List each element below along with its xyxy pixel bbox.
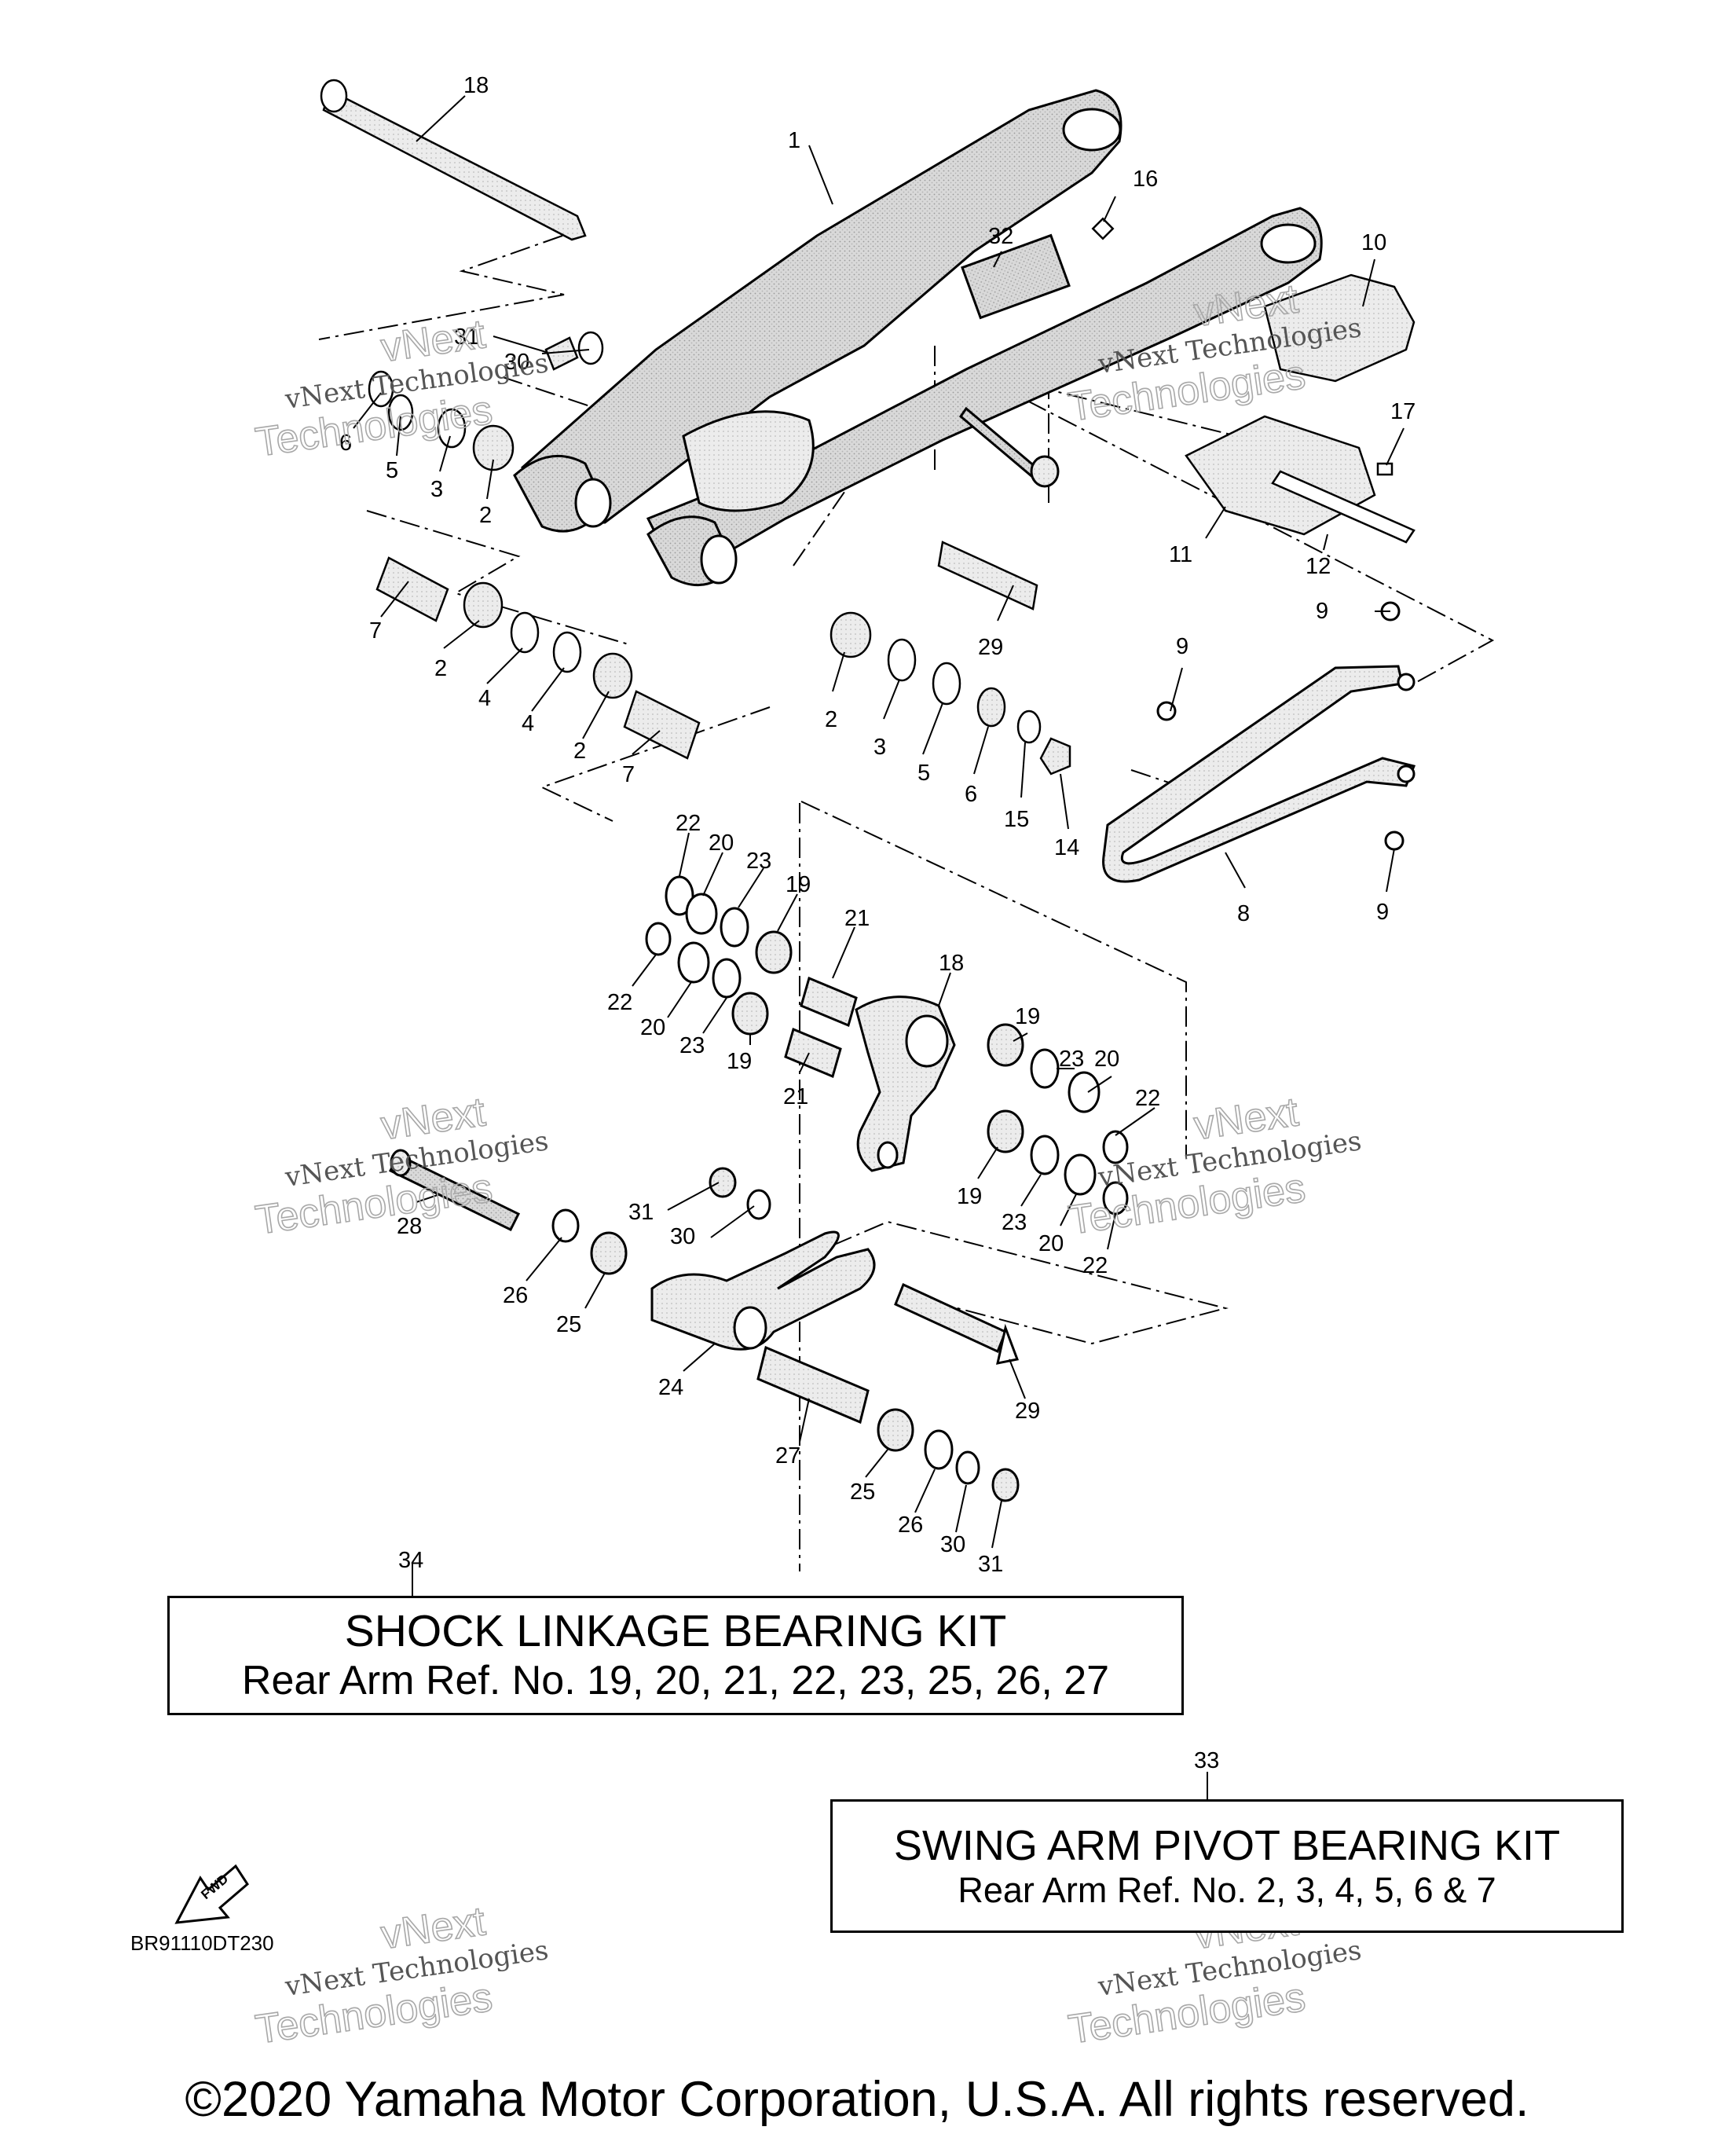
callout-9-left: 9 — [1176, 634, 1188, 659]
callout-15: 18 — [463, 73, 489, 98]
callout-4-b: 4 — [522, 711, 534, 736]
swing-arm-pivot-kit-box: SWING ARM PIVOT BEARING KIT Rear Arm Ref… — [830, 1799, 1624, 1933]
callout-8: 8 — [1237, 901, 1250, 926]
pivot-shaft — [320, 79, 587, 241]
callout-20-c: 20 — [1094, 1047, 1119, 1072]
kit-34-ref: 34 — [398, 1548, 424, 1573]
kit-33-ref: 33 — [1194, 1748, 1220, 1773]
callout-2-left: 2 — [479, 503, 492, 528]
callout-31-lower: 31 — [978, 1552, 1003, 1577]
callout-23-a: 23 — [746, 849, 771, 874]
copyright-notice: ©2020 Yamaha Motor Corporation, U.S.A. A… — [185, 2072, 1529, 2127]
callout-23-d: 23 — [1002, 1210, 1027, 1235]
swing-arm — [513, 89, 1323, 587]
callout-12: 12 — [1306, 554, 1331, 579]
chain-slide — [1102, 601, 1416, 883]
callout-9-top: 9 — [1316, 599, 1328, 624]
callout-30-lower: 30 — [940, 1532, 965, 1557]
callout-20-b: 20 — [640, 1015, 665, 1040]
callout-29-upper: 29 — [978, 635, 1003, 660]
callout-32: 32 — [988, 224, 1013, 249]
diagram-code: BR91110DT230 — [130, 1931, 274, 1955]
forward-arrow-icon: FWD — [174, 1864, 249, 1924]
shock-linkage-kit-refs: Rear Arm Ref. No. 19, 20, 21, 22, 23, 25… — [241, 1657, 1110, 1703]
callout-19-c: 19 — [1015, 1004, 1040, 1029]
callout-1: 1 — [788, 128, 800, 153]
leader-lines — [353, 95, 1405, 1799]
callout-20-a: 20 — [709, 830, 734, 856]
callout-17: 15 — [1004, 807, 1029, 832]
connecting-rod — [388, 406, 1060, 1502]
relay-arm — [645, 875, 1129, 1216]
callout-31-mid: 31 — [628, 1200, 654, 1225]
pivot-bushings — [368, 331, 1071, 776]
callout-9-bottom: 9 — [1376, 900, 1389, 925]
callout-28: 28 — [397, 1214, 422, 1239]
callout-20-d: 20 — [1038, 1231, 1064, 1256]
callout-30-mid: 30 — [670, 1224, 695, 1249]
shock-linkage-kit-title: SHOCK LINKAGE BEARING KIT — [344, 1606, 1007, 1657]
callout-21-b: 21 — [783, 1084, 808, 1109]
swing-arm-pivot-kit-title: SWING ARM PIVOT BEARING KIT — [893, 1822, 1561, 1870]
callout-23-c: 23 — [1059, 1047, 1084, 1072]
callout-25-a: 25 — [556, 1312, 581, 1337]
callout-22-d: 22 — [1082, 1253, 1108, 1278]
callout-30-upper: 30 — [504, 350, 529, 375]
callout-19-a: 19 — [786, 872, 811, 897]
callout-27: 27 — [775, 1443, 800, 1468]
callout-22-b: 22 — [607, 990, 632, 1015]
callout-numbers: 18 1 16 32 10 17 11 12 29 9 9 9 8 31 30 … — [339, 73, 1416, 1577]
callout-4-a: 4 — [478, 686, 491, 711]
callout-2-right: 2 — [825, 707, 837, 732]
callout-22-a: 22 — [676, 811, 701, 836]
callout-19-b: 19 — [727, 1049, 752, 1074]
callout-21-a: 21 — [844, 906, 870, 931]
callout-5-right: 5 — [917, 761, 930, 786]
callout-5-left: 5 — [386, 458, 398, 483]
callout-3-left: 3 — [430, 477, 443, 502]
callout-31-upper: 31 — [454, 324, 479, 350]
callout-10: 10 — [1361, 230, 1386, 255]
callout-22-c: 22 — [1135, 1086, 1160, 1111]
callout-11: 11 — [1169, 542, 1192, 567]
callout-24: 24 — [658, 1375, 683, 1400]
callout-25-b: 25 — [850, 1480, 875, 1505]
callout-3-right: 3 — [873, 735, 886, 760]
callout-2-mid-a: 2 — [434, 656, 447, 681]
callout-14: 17 — [1390, 399, 1416, 424]
callout-7-left: 7 — [369, 618, 382, 644]
callout-19-d: 19 — [957, 1184, 982, 1209]
callout-23-b: 23 — [679, 1033, 705, 1058]
callout-26-a: 26 — [503, 1283, 528, 1308]
callout-29-lower: 29 — [1015, 1399, 1040, 1424]
callout-26-b: 26 — [898, 1512, 923, 1538]
callout-2-mid-b: 2 — [573, 739, 586, 764]
callout-18: 18 — [939, 951, 964, 976]
callout-16: 14 — [1054, 835, 1079, 860]
shock-linkage-kit-box: SHOCK LINKAGE BEARING KIT Rear Arm Ref. … — [167, 1596, 1184, 1715]
callout-13: 16 — [1133, 167, 1158, 192]
swing-arm-pivot-kit-refs: Rear Arm Ref. No. 2, 3, 4, 5, 6 & 7 — [958, 1870, 1496, 1911]
callout-6-left: 6 — [339, 431, 352, 456]
chain-guide — [1091, 217, 1416, 544]
callout-6-right: 6 — [965, 782, 977, 807]
callout-7-right: 7 — [622, 762, 635, 787]
watermarks: vNext Technologies vNext Technologies vN… — [252, 275, 1364, 2053]
